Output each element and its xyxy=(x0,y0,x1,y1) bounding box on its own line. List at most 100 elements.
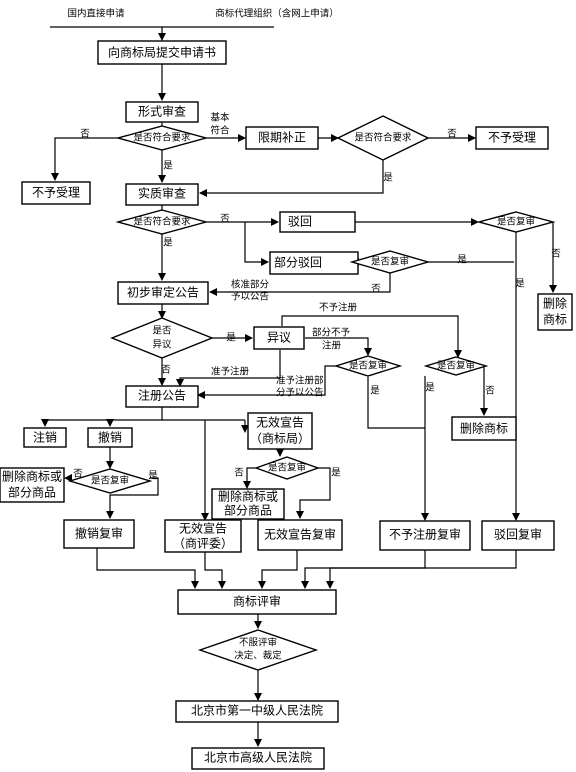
objection-text: 异议 xyxy=(267,331,291,345)
objection-q-line2: 异议 xyxy=(152,340,172,351)
delete-mark-right-line1: 删除 xyxy=(543,296,567,311)
revoke-box: 撤销 xyxy=(87,427,133,448)
label-yes-1: 是 xyxy=(163,161,173,172)
label-partial-not-2: 注册 xyxy=(322,340,342,352)
meets2-diamond: 是否符合要求 xyxy=(336,115,430,161)
label-no-8: 否 xyxy=(234,468,244,479)
invalid-review-box: 无效宣告复审 xyxy=(257,519,343,551)
invalid-office-line2: （商标局） xyxy=(250,431,310,446)
objection-q-line1: 是否 xyxy=(152,326,172,337)
meets3-text: 是否符合要求 xyxy=(133,216,191,228)
submit-box: 向商标局提交申请书 xyxy=(97,40,227,65)
no-reg-review-box: 不予注册复审 xyxy=(379,520,471,551)
label-approved-1: 核准部分 xyxy=(231,279,270,291)
reject-left-text: 不予受理 xyxy=(32,186,80,200)
label-no-9: 否 xyxy=(73,469,83,480)
deadline-fix-text: 限期补正 xyxy=(258,131,306,145)
reg-notice-text: 注册公告 xyxy=(138,388,186,403)
substantive-box: 实质审查 xyxy=(125,183,199,206)
review-revoke-diamond: 是否复审 xyxy=(67,468,153,494)
review-invalid-diamond: 是否复审 xyxy=(253,456,321,480)
dismiss-box: 驳回 xyxy=(279,211,356,233)
label-no-3: 否 xyxy=(220,214,230,225)
review-obj-b-text: 是否复审 xyxy=(437,360,475,372)
label-basic-2: 符合 xyxy=(210,125,230,137)
review-obj-a-diamond: 是否复审 xyxy=(333,355,403,377)
delete-or-partial-left-line1: 删除商标或 xyxy=(2,469,62,484)
delete-or-partial-left-line2: 部分商品 xyxy=(8,485,56,500)
invalid-board-line2: （商评委） xyxy=(173,536,233,551)
review-partial-diamond: 是否复审 xyxy=(349,250,431,274)
appeal-diamond: 不服评审 决定、裁定 xyxy=(197,629,319,671)
label-no-5: 否 xyxy=(371,284,381,295)
revoke-text: 撤销 xyxy=(98,430,122,445)
review-partial-text: 是否复审 xyxy=(371,256,409,268)
delete-mark-mid-box: 删除商标 xyxy=(451,416,517,441)
cancel-text: 注销 xyxy=(33,430,57,445)
delete-or-partial-mid-line2: 部分商品 xyxy=(224,503,272,518)
label-approved-2: 予以公告 xyxy=(231,291,269,303)
label-basic-1: 基本 xyxy=(210,112,230,124)
label-yes-9: 是 xyxy=(331,468,341,479)
substantive-text: 实质审查 xyxy=(138,186,186,201)
delete-mark-mid-text: 删除商标 xyxy=(460,421,508,436)
board-review-box: 商标评审 xyxy=(177,589,337,615)
agency-label: 商标代理组织（含网上申请） xyxy=(215,8,339,20)
label-approve-partial-1: 准予注册部 xyxy=(276,375,324,387)
dismiss-text: 驳回 xyxy=(288,215,312,229)
invalid-office-line1: 无效宣告 xyxy=(256,415,304,430)
label-yes-5: 是 xyxy=(457,255,467,266)
label-yes-10: 是 xyxy=(148,471,158,482)
revoke-review-box: 撤销复审 xyxy=(63,519,135,549)
invalid-review-text: 无效宣告复审 xyxy=(264,527,336,542)
label-not-registered: 不予注册 xyxy=(319,302,358,314)
meets3-diamond: 是否符合要求 xyxy=(115,209,209,235)
review-right-diamond: 是否复审 xyxy=(476,211,556,233)
label-no-4: 否 xyxy=(551,249,561,260)
review-right-text: 是否复审 xyxy=(497,216,535,228)
invalid-board-line1: 无效宣告 xyxy=(179,521,227,536)
review-invalid-text: 是否复审 xyxy=(268,462,306,474)
revoke-review-text: 撤销复审 xyxy=(75,526,123,541)
label-yes-4: 是 xyxy=(515,279,525,290)
label-yes-7: 是 xyxy=(370,386,380,397)
delete-mark-right-box: 删除 商标 xyxy=(537,293,573,331)
label-approve-partial-2: 分予以公告 xyxy=(276,387,324,399)
review-revoke-text: 是否复审 xyxy=(91,475,129,487)
prelim-notice-text: 初步审定公告 xyxy=(127,285,199,300)
court1-text: 北京市第一中级人民法院 xyxy=(191,703,323,718)
review-obj-b-diamond: 是否复审 xyxy=(423,356,489,376)
invalid-office-box: 无效宣告 （商标局） xyxy=(247,412,313,450)
meets1-diamond: 是否符合要求 xyxy=(115,125,209,151)
reject-left-box: 不予受理 xyxy=(21,181,91,205)
label-yes-2: 是 xyxy=(383,173,393,184)
board-review-text: 商标评审 xyxy=(233,594,281,609)
prelim-notice-box: 初步审定公告 xyxy=(117,281,209,305)
label-yes-8: 是 xyxy=(425,383,435,394)
meets1-text: 是否符合要求 xyxy=(133,132,191,144)
court2-box: 北京市高级人民法院 xyxy=(191,747,325,770)
partial-dismiss-text: 部分驳回 xyxy=(274,255,322,270)
submit-text: 向商标局提交申请书 xyxy=(108,45,216,60)
label-no-6: 否 xyxy=(161,365,171,376)
reg-notice-box: 注册公告 xyxy=(125,385,199,408)
objection-q-diamond: 是否 异议 xyxy=(110,317,214,359)
court2-text: 北京市高级人民法院 xyxy=(204,750,312,765)
label-yes-3: 是 xyxy=(163,238,173,249)
edge-labels: 否 基本 符合 符合 是 否 是 否 是 否 是 是 否 核准部分 予以公告 不… xyxy=(73,112,561,482)
reject-right-text: 不予受理 xyxy=(488,131,536,145)
partial-dismiss-box: 部分驳回 xyxy=(269,251,359,275)
no-reg-review-text: 不予注册复审 xyxy=(389,527,461,542)
delete-or-partial-mid-line1: 删除商标或 xyxy=(218,489,278,504)
domestic-label: 国内直接申请 xyxy=(67,8,125,20)
review-obj-a-text: 是否复审 xyxy=(349,360,387,372)
invalid-board-box: 无效宣告 （商评委） xyxy=(164,519,242,553)
dismiss-review-box: 驳回复审 xyxy=(481,520,555,551)
formal-review-box: 形式审查 xyxy=(125,101,199,123)
deadline-fix-box: 限期补正 xyxy=(245,126,319,150)
label-no-7: 否 xyxy=(485,386,495,397)
label-yes-6: 是 xyxy=(226,333,236,344)
formal-review-text: 形式审查 xyxy=(138,104,186,119)
appeal-line1: 不服评审 xyxy=(239,637,277,649)
